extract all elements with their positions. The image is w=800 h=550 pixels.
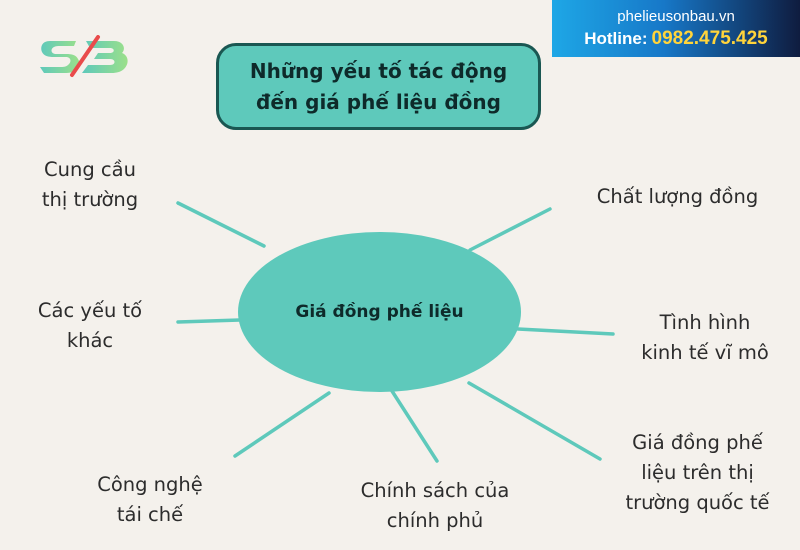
factor-cac-yeu-to-khac: Các yếu tố khác [20, 296, 160, 356]
factor-cong-nghe-tai-che: Công nghệ tái chế [80, 470, 220, 530]
factor-line: kinh tế vĩ mô [641, 341, 769, 364]
hotline[interactable]: Hotline:0982.475.425 [552, 28, 800, 50]
factor-cung-cau: Cung cầu thị trường [20, 155, 160, 215]
factor-line: Chất lượng đồng [596, 185, 759, 208]
factor-line: Giá đồng phế [632, 431, 763, 454]
factor-gia-dong-quoc-te: Giá đồng phế liệu trên thị trường quốc t… [600, 428, 795, 518]
website-url[interactable]: phelieusonbau.vn [617, 8, 735, 25]
factor-line: Chính sách của [360, 479, 510, 502]
factor-line: khác [66, 329, 114, 352]
central-topic-label: Giá đồng phế liệu [295, 302, 464, 322]
factor-line: Các yếu tố [37, 299, 143, 322]
factor-line: liệu trên thị [641, 461, 754, 484]
title-line-2: đến giá phế liệu đồng [256, 89, 501, 114]
factor-line: Công nghệ [97, 473, 203, 496]
spoke-cong-nghe [233, 391, 331, 458]
factor-chat-luong-dong: Chất lượng đồng [580, 182, 775, 212]
brand-logo-icon [40, 35, 128, 77]
factor-kinh-te-vi-mo: Tình hình kinh tế vĩ mô [620, 308, 790, 368]
title-line-1: Những yếu tố tác động [249, 58, 508, 83]
diagram-title: Những yếu tố tác động đến giá phế liệu đ… [216, 43, 541, 130]
spoke-cung-cau [176, 201, 266, 248]
spoke-chat-luong [468, 207, 552, 252]
factor-chinh-sach-chinh-phu: Chính sách của chính phủ [340, 476, 530, 536]
spoke-quoc-te [467, 381, 602, 461]
spoke-yeu-to-khac [176, 318, 242, 324]
factor-line: thị trường [41, 188, 139, 211]
hotline-label: Hotline: [584, 29, 648, 48]
hotline-number[interactable]: 0982.475.425 [651, 28, 768, 49]
factor-line: Tình hình [659, 311, 751, 334]
contact-banner[interactable]: phelieusonbau.vn Hotline:0982.475.425 [552, 0, 800, 57]
factor-line: tái chế [116, 503, 184, 526]
factor-line: Cung cầu [44, 158, 136, 181]
logo-mark [40, 35, 128, 77]
spoke-kinh-te [516, 327, 615, 336]
factor-line: trường quốc tế [625, 491, 770, 514]
central-topic: Giá đồng phế liệu [238, 232, 521, 392]
spoke-chinh-sach [390, 389, 439, 463]
factor-line: chính phủ [386, 509, 484, 532]
